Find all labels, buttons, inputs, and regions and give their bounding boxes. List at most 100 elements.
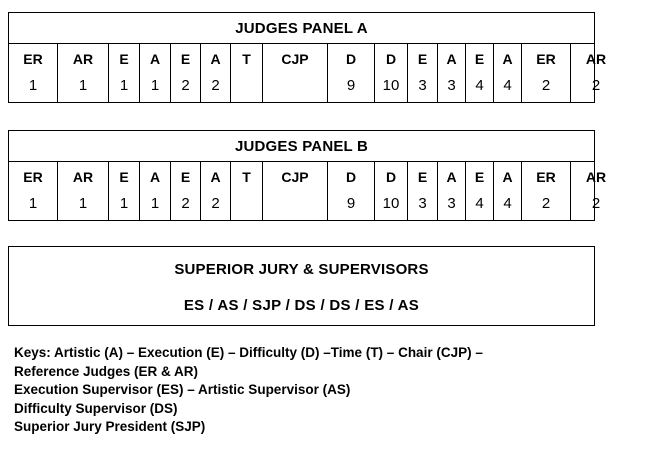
panel-column-number: 4 bbox=[475, 77, 484, 94]
panel-column-role: A bbox=[502, 169, 513, 185]
panel-column-number: 2 bbox=[591, 77, 601, 94]
panel-column-role: A bbox=[446, 169, 457, 185]
panel-column-number: 1 bbox=[119, 77, 129, 94]
panel-column-number: 2 bbox=[211, 195, 220, 212]
panel-column-number: 2 bbox=[211, 77, 220, 94]
panel-column-number: 4 bbox=[503, 77, 512, 94]
panel-column-number: 2 bbox=[541, 77, 551, 94]
panel-column-role: E bbox=[474, 51, 485, 67]
panel-column-role: ER bbox=[536, 51, 556, 67]
panel-column-role: ER bbox=[23, 169, 43, 185]
panel-column-t-6: T bbox=[231, 162, 263, 220]
panel-column-role: D bbox=[385, 169, 397, 185]
legend-line-2: Reference Judges (ER & AR) bbox=[14, 363, 199, 379]
legend-line-3: Execution Supervisor (ES) – Artistic Sup… bbox=[14, 382, 351, 397]
panel-column-number: 3 bbox=[418, 195, 427, 212]
panel-column-number bbox=[263, 192, 327, 220]
panel-column-ar-1: AR 1 bbox=[58, 44, 109, 102]
panel-column-number: 2 bbox=[541, 195, 551, 212]
panel-column-number: 4 bbox=[503, 195, 512, 212]
panel-column-number: 10 bbox=[382, 77, 400, 94]
panel-column-role: ER bbox=[536, 169, 556, 185]
panel-column-number: 1 bbox=[150, 195, 160, 212]
panel-column-number: 1 bbox=[78, 77, 88, 94]
legend-line-5: Superior Jury President (SJP) bbox=[14, 419, 206, 434]
panel-column-role: D bbox=[385, 51, 397, 67]
panel-column-number: 1 bbox=[119, 195, 129, 212]
panel-column-role: CJP bbox=[281, 169, 309, 185]
panel-column-number: 2 bbox=[181, 195, 190, 212]
panel-column-er-0: ER 1 bbox=[9, 162, 58, 220]
panel-column-role: ER bbox=[23, 51, 43, 67]
panel-column-role: E bbox=[180, 51, 191, 67]
legend-line-4: Difficulty Supervisor (DS) bbox=[14, 400, 178, 416]
panel-column-role: D bbox=[345, 169, 357, 185]
panel-column-number: 1 bbox=[28, 195, 38, 212]
panel-column-role: E bbox=[119, 169, 129, 185]
panel-column-er-14: ER 2 bbox=[522, 44, 571, 102]
panel-column-role: AR bbox=[585, 51, 607, 67]
panel-column-number: 10 bbox=[382, 195, 400, 212]
panel-column-role: A bbox=[149, 51, 161, 67]
panel-column-role: A bbox=[149, 169, 161, 185]
panel-column-er-14: ER 2 bbox=[522, 162, 571, 220]
superior-jury-members: ES / AS / SJP / DS / DS / ES / AS bbox=[183, 297, 420, 314]
panel-column-cjp-7: CJP bbox=[263, 44, 328, 102]
panel-column-number: 2 bbox=[591, 195, 601, 212]
superior-jury-box: SUPERIOR JURY & SUPERVISORS ES / AS / SJ… bbox=[8, 246, 595, 326]
panel-column-role: D bbox=[345, 51, 357, 67]
panel-column-number: 4 bbox=[475, 195, 484, 212]
panel-column-d-9: D 10 bbox=[375, 44, 408, 102]
panel-column-number: 2 bbox=[181, 77, 190, 94]
panel-column-role: AR bbox=[72, 51, 94, 67]
panel-column-number bbox=[231, 192, 262, 220]
superior-jury-title: SUPERIOR JURY & SUPERVISORS bbox=[174, 261, 429, 278]
panel-column-number: 3 bbox=[418, 77, 427, 94]
panel-column-role: A bbox=[210, 169, 221, 185]
panel-column-t-6: T bbox=[231, 44, 263, 102]
panel-column-ar-15: AR 2 bbox=[571, 162, 621, 220]
panel-column-role: CJP bbox=[281, 51, 309, 67]
panel-column-number: 3 bbox=[447, 77, 456, 94]
panel-column-role: T bbox=[242, 169, 251, 185]
judges-panel-a-title: JUDGES PANEL A bbox=[9, 13, 594, 44]
panel-column-role: E bbox=[417, 51, 428, 67]
panel-column-role: E bbox=[119, 51, 129, 67]
panel-column-role: E bbox=[180, 169, 191, 185]
panel-column-number: 3 bbox=[447, 195, 456, 212]
panel-column-d-9: D 10 bbox=[375, 162, 408, 220]
panel-column-role: T bbox=[242, 51, 251, 67]
panel-column-role: E bbox=[474, 169, 485, 185]
panel-column-number: 9 bbox=[346, 195, 356, 212]
panel-column-role: A bbox=[210, 51, 221, 67]
panel-column-number: 9 bbox=[346, 77, 356, 94]
panel-column-number: 1 bbox=[150, 77, 160, 94]
keys-legend: Keys: Artistic (A) – Execution (E) – Dif… bbox=[14, 344, 654, 437]
panel-column-cjp-7: CJP bbox=[263, 162, 328, 220]
panel-column-number bbox=[263, 74, 327, 102]
panel-column-role: AR bbox=[585, 169, 607, 185]
